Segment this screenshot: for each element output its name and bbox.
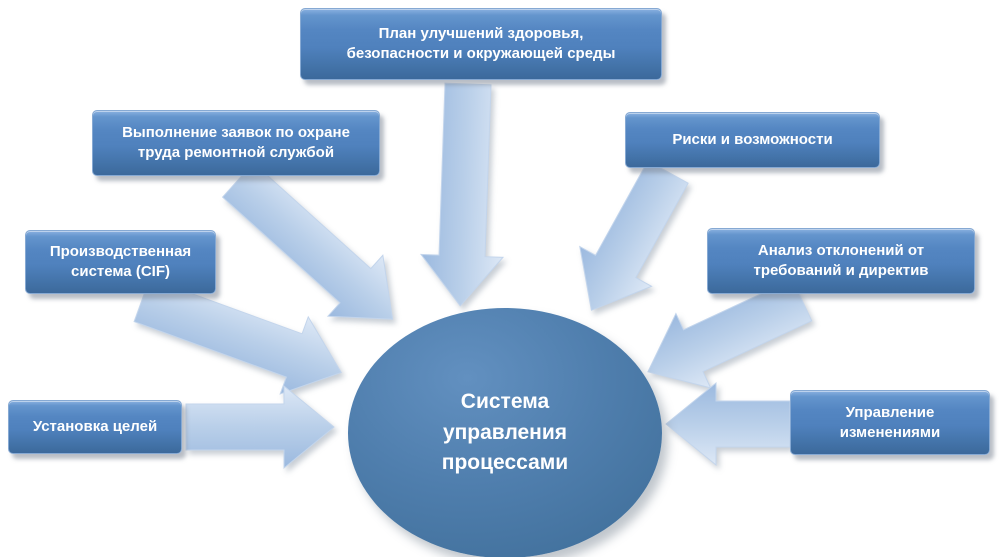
node-production-system-label: Производственная система (CIF) xyxy=(49,243,192,280)
node-production-system: Производственная система (CIF) xyxy=(25,230,216,294)
node-risks-opportunities-label: Риски и возможности xyxy=(672,131,833,149)
node-health-safety-plan: План улучшений здоровья, безопасности и … xyxy=(300,8,662,80)
node-change-management: Управление изменениями xyxy=(790,390,990,455)
node-goal-setting: Установка целей xyxy=(8,400,182,454)
arrow-from-production-system xyxy=(133,277,342,395)
arrow-from-change-management xyxy=(665,381,791,467)
node-deviation-analysis: Анализ отклонений от требований и директ… xyxy=(707,228,975,294)
arrow-from-health-safety-plan xyxy=(419,82,505,307)
node-risks-opportunities: Риски и возможности xyxy=(625,112,880,168)
node-maintenance-safety-requests-label: Выполнение заявок по охране труда ремонт… xyxy=(122,124,350,161)
center-ellipse-process-management-system: Система управления процессами xyxy=(348,308,662,557)
node-health-safety-plan-label: План улучшений здоровья, безопасности и … xyxy=(346,25,616,62)
arrow-from-maintenance-safety-requests xyxy=(221,162,394,320)
arrow-from-goal-setting xyxy=(185,384,335,470)
node-goal-setting-label: Установка целей xyxy=(32,418,158,436)
arrow-from-risks-opportunities xyxy=(579,160,689,311)
node-deviation-analysis-label: Анализ отклонений от требований и директ… xyxy=(753,242,929,279)
center-ellipse-label: Система управления процессами xyxy=(441,390,569,475)
node-change-management-label: Управление изменениями xyxy=(839,403,941,441)
node-maintenance-safety-requests: Выполнение заявок по охране труда ремонт… xyxy=(92,110,380,176)
